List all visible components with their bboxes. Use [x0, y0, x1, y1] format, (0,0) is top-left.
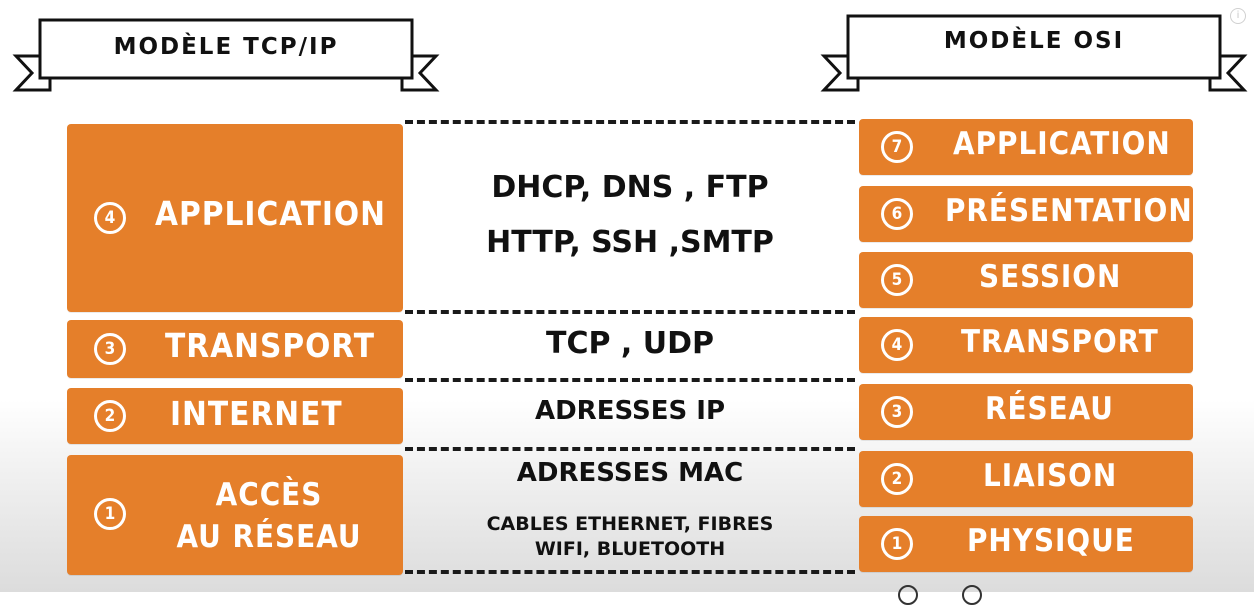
- separator-line: [405, 570, 855, 574]
- osi-layer-network: 3 RÉSEAU: [859, 384, 1193, 440]
- layer-number-badge: 4: [94, 202, 126, 234]
- access-protocols-line1: ADRESSES MAC: [516, 458, 744, 488]
- transport-protocols: TCP , UDP: [545, 326, 714, 361]
- application-protocols-line1: DHCP, DNS , FTP: [491, 170, 769, 205]
- ribbon-shape: [820, 14, 1248, 92]
- info-icon[interactable]: i: [1230, 8, 1246, 24]
- osi-layer-session: 5 SESSION: [859, 252, 1193, 308]
- layer-number-badge: 4: [881, 329, 913, 361]
- tcpip-layer-network-access: 1 ACCÈS AU RÉSEAU: [67, 455, 403, 575]
- tcpip-title-banner: MODÈLE TCP/IP: [10, 14, 442, 94]
- layer-label: RÉSEAU: [985, 391, 1114, 427]
- osi-title-banner: MODÈLE OSI: [818, 14, 1250, 94]
- ribbon-shape: [12, 18, 440, 92]
- osi-layer-data-link: 2 LIAISON: [859, 451, 1193, 507]
- layer-label: PRÉSENTATION: [945, 193, 1193, 229]
- partial-doodle-circle: [962, 585, 982, 605]
- osi-layer-application: 7 APPLICATION: [859, 119, 1193, 175]
- partial-doodle-circle: [898, 585, 918, 605]
- layer-number-badge: 7: [881, 131, 913, 163]
- layer-number-badge: 3: [94, 333, 126, 365]
- tcpip-layer-internet: 2 INTERNET: [67, 388, 403, 444]
- internet-protocols: ADRESSES IP: [534, 396, 726, 426]
- layer-number-badge: 5: [881, 264, 913, 296]
- separator-line: [405, 310, 855, 314]
- layer-label: APPLICATION: [953, 126, 1171, 162]
- separator-line: [405, 378, 855, 382]
- layer-label: SESSION: [979, 259, 1122, 295]
- layer-number-badge: 1: [881, 528, 913, 560]
- separator-line: [405, 120, 855, 124]
- layer-number-badge: 2: [94, 400, 126, 432]
- layer-number-badge: 2: [881, 463, 913, 495]
- access-protocols-line3: WIFI, BLUETOOTH: [534, 538, 726, 560]
- layer-label: TRANSPORT: [961, 324, 1159, 360]
- tcpip-title: MODÈLE TCP/IP: [113, 34, 339, 60]
- separator-line: [405, 447, 855, 451]
- layer-number-badge: 3: [881, 396, 913, 428]
- layer-label-line1: ACCÈS: [215, 477, 323, 513]
- layer-number-badge: 1: [94, 498, 126, 530]
- layer-label: APPLICATION: [155, 194, 387, 233]
- osi-layer-physical: 1 PHYSIQUE: [859, 516, 1193, 572]
- application-protocols-line2: HTTP, SSH ,SMTP: [486, 225, 774, 260]
- osi-layer-transport: 4 TRANSPORT: [859, 317, 1193, 373]
- layer-number-badge: 6: [881, 198, 913, 230]
- access-protocols-line2: CABLES ETHERNET, FIBRES: [486, 513, 774, 535]
- layer-label: TRANSPORT: [165, 326, 375, 365]
- tcpip-layer-transport: 3 TRANSPORT: [67, 320, 403, 378]
- osi-title: MODÈLE OSI: [943, 28, 1125, 54]
- layer-label: LIAISON: [983, 458, 1118, 494]
- layer-label: PHYSIQUE: [967, 523, 1135, 559]
- layer-label-line2: AU RÉSEAU: [176, 519, 362, 555]
- tcpip-layer-application: 4 APPLICATION: [67, 124, 403, 312]
- osi-layer-presentation: 6 PRÉSENTATION: [859, 186, 1193, 242]
- layer-label: INTERNET: [170, 394, 343, 433]
